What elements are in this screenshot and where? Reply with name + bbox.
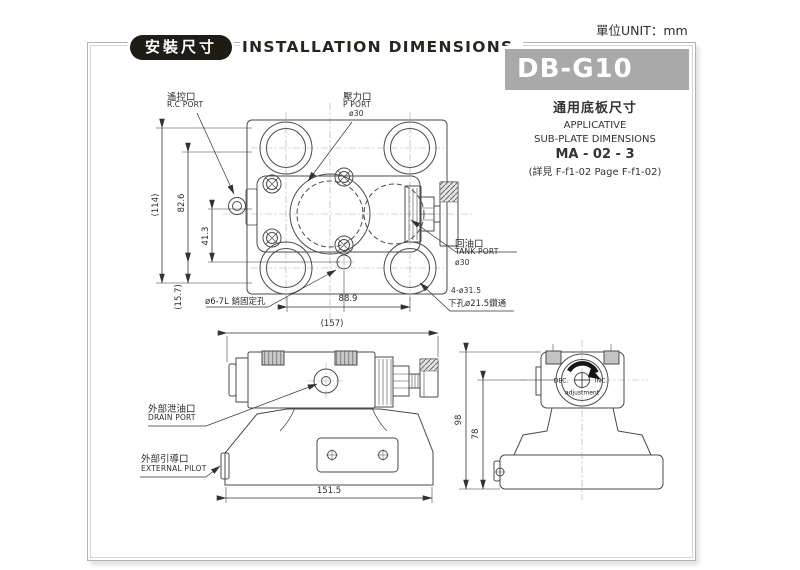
end-view-drawing [493, 344, 664, 490]
subplate-title-zh: 通用底板尺寸 [552, 101, 637, 116]
external-pilot-label-zh: 外部引導口 [141, 454, 189, 465]
body-screw [334, 167, 354, 187]
dial-inc-label: INC. [594, 377, 608, 385]
drain-port-hole [313, 368, 339, 394]
dim-82-6: 82.6 [177, 193, 187, 213]
drain-port-label-zh: 外部泄油口 [148, 404, 196, 415]
rc-port-label-en: R.C PORT [167, 100, 204, 109]
p-port-label-en: P PORT [343, 100, 371, 109]
rc-port-label-zh: 遙控口 [167, 92, 196, 103]
mount-holes-label-1: 4-ø31.5 [451, 286, 482, 295]
drain-port-label-en: DRAIN PORT [148, 413, 196, 422]
dim-151-5: 151.5 [316, 486, 342, 496]
dim-88-9: 88.9 [338, 294, 358, 304]
page-title: INSTALLATION DIMENSIONS [240, 36, 524, 58]
tank-port-label-en: TANK PORT [455, 247, 499, 256]
dim-15-7: (15.7) [174, 284, 184, 310]
model-badge: DB-G10 [505, 49, 689, 90]
dial-direction-arc [567, 361, 599, 374]
leader-lines [140, 112, 517, 478]
centerlines [223, 103, 648, 500]
dim-78: 78 [471, 428, 481, 440]
pin-hole-label: ø6-7L 銷固定孔 [205, 297, 266, 307]
section-badge: 安裝尺寸 [130, 35, 232, 60]
dim-114: (114) [151, 193, 161, 217]
external-pilot-tab [220, 452, 230, 480]
tank-port-label-zh: 回油口 [455, 239, 484, 250]
dim-98: 98 [454, 414, 464, 426]
external-pilot-label-en: EXTERNAL PILOT [141, 464, 207, 473]
subplate-info-block: 通用底板尺寸 APPLICATIVE SUB-PLATE DIMENSIONS … [500, 97, 690, 178]
subplate-line1: APPLICATIVE [563, 120, 627, 131]
subplate-line2: SUB-PLATE DIMENSIONS [534, 133, 656, 145]
unit-label: 單位UNIT：mm [596, 23, 688, 38]
body-screw [262, 174, 282, 194]
mount-holes-label-2: 下孔ø21.5鑽通 [448, 299, 507, 309]
subplate-code: MA - 02 - 3 [555, 147, 635, 162]
p-port-label-zh: 壓力口 [343, 92, 372, 103]
tank-port-diameter: ø30 [455, 258, 470, 267]
dial-adjustment-label: adjustment [564, 389, 600, 397]
dimension-lines [156, 118, 556, 503]
subplate-reference: (詳見 F-f1-02 Page F-f1-02) [528, 167, 662, 178]
p-port-diameter: ø30 [349, 109, 364, 118]
rc-port-hole [228, 197, 246, 215]
dim-41-3: 41.3 [201, 226, 211, 246]
dial-dec-label: DEC. [553, 377, 569, 385]
top-view-drawing [228, 119, 459, 295]
dim-157: (157) [320, 319, 344, 329]
side-view-drawing [220, 350, 439, 486]
body-screw [262, 228, 282, 248]
